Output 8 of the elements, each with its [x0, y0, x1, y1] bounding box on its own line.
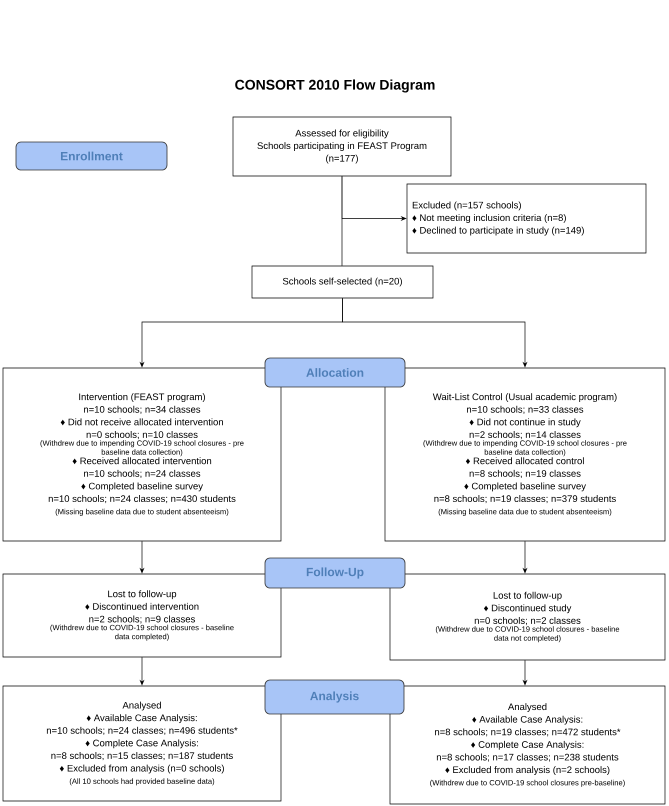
- process-box: Schools self-selected (n=20): [252, 266, 434, 298]
- process-box: Assessed for eligibility Schools participating in FEAST Program (n=177): [232, 116, 452, 176]
- process-box: Excluded (n=157 schools) ♦ Not meeting inclusion criteria (n=8) ♦ Declined to participate in study (n=149): [406, 184, 646, 254]
- title: CONSORT 2010 Flow Diagram: [235, 79, 434, 93]
- stage-label: Enrollment: [16, 142, 168, 170]
- stage-label: Follow-Up: [264, 558, 406, 588]
- stage-label: Allocation: [264, 358, 406, 388]
- stage-label: Analysis: [264, 680, 404, 714]
